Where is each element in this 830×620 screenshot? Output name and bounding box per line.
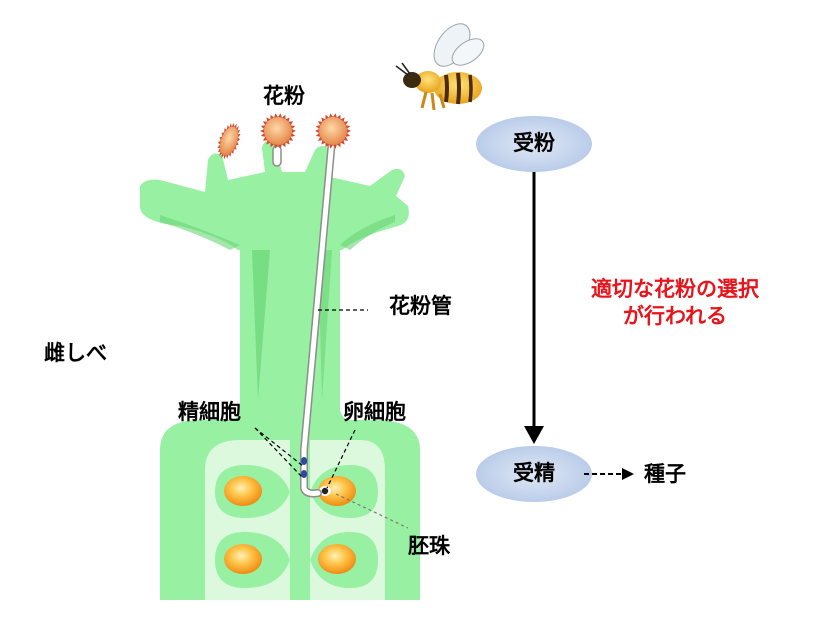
pollination-node: 受粉 (476, 116, 592, 172)
pollen-grain (315, 113, 351, 149)
seed-label: 種子 (644, 462, 686, 486)
ovule-label: 胚珠 (408, 534, 450, 558)
pollen-grain (217, 122, 241, 160)
ovule-leader (335, 493, 409, 529)
pollination-label: 受粉 (513, 131, 555, 155)
pollen-tube-inner (301, 137, 335, 496)
pollen-body (264, 117, 292, 145)
ovule (318, 544, 356, 574)
pistil-style (205, 240, 380, 432)
egg-cell-nucleus (321, 487, 329, 495)
selection-note-line2: が行われる (623, 304, 727, 329)
stigma-fold (160, 215, 240, 250)
fertilization-node: 受精 (476, 446, 592, 502)
egg-cell-label: 卵細胞 (343, 400, 406, 424)
short-pollen-tube (272, 145, 282, 167)
sperm-cell-label: 精細胞 (178, 400, 241, 424)
pollen-grain (260, 113, 296, 149)
pistil-stigma (140, 140, 409, 250)
style-shadow (252, 250, 270, 400)
pollen-label: 花粉 (263, 84, 305, 108)
ovule (224, 544, 262, 574)
ovule (224, 476, 262, 506)
ovule-fertilizing (318, 476, 356, 506)
selection-note-line1: 適切な花粉の選択 (591, 277, 759, 301)
egg-cell-leader (326, 429, 356, 489)
pistil-label: 雌しべ (44, 341, 107, 365)
sperm-cell-leader (254, 427, 304, 467)
pollen-grains (217, 113, 351, 160)
sperm-cell-leader (254, 427, 304, 479)
selection-note: 適切な花粉の選択 が行われる (560, 276, 790, 331)
stigma-fold-right (340, 215, 395, 250)
sperm-cell (301, 470, 307, 478)
bee-icon (395, 23, 485, 111)
pollen-body (319, 117, 347, 145)
pollen-tube-label: 花粉管 (389, 294, 452, 318)
pollen-body (219, 126, 239, 156)
sperm-cell (301, 457, 307, 465)
fertilization-label: 受精 (513, 461, 555, 485)
